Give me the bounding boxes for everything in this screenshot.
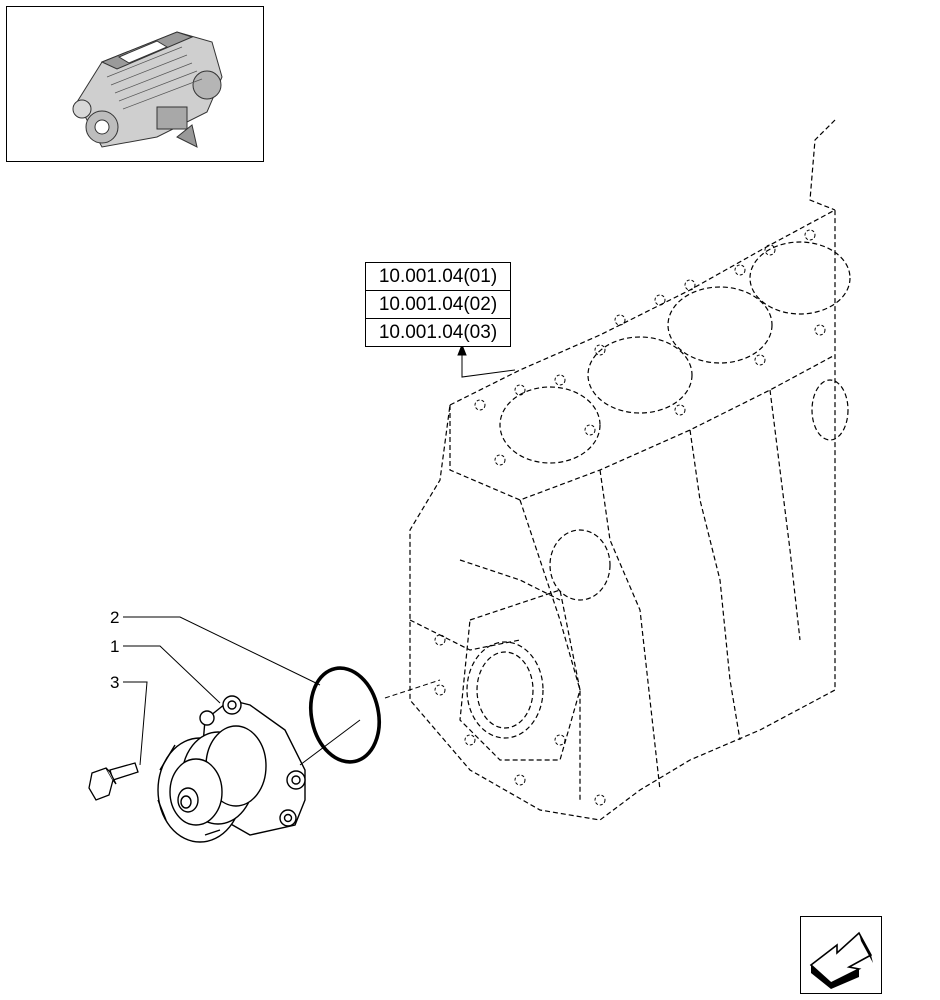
engine-thumbnail bbox=[6, 6, 264, 162]
engine-thumbnail-image bbox=[72, 31, 223, 148]
callout-2: 2 bbox=[110, 608, 119, 627]
callout-1: 1 bbox=[110, 637, 119, 656]
water-pump bbox=[157, 695, 306, 843]
pump-bore bbox=[466, 379, 849, 739]
reference-link-01[interactable]: 10.001.04(01) bbox=[366, 263, 510, 291]
callout-3: 3 bbox=[110, 673, 119, 692]
reference-link-03[interactable]: 10.001.04(03) bbox=[378, 322, 498, 343]
reference-link-02[interactable]: 10.001.04(02) bbox=[366, 291, 510, 319]
engine-block bbox=[409, 119, 836, 821]
o-ring bbox=[309, 666, 381, 764]
reference-box: 10.001.04(01) 10.001.04(02) 10.001.04(03… bbox=[365, 262, 511, 347]
bolt bbox=[88, 762, 139, 801]
leader-lines bbox=[123, 343, 516, 766]
back-navigation-button[interactable] bbox=[800, 916, 882, 994]
cylinder-bores bbox=[499, 241, 851, 464]
callout-labels: 2 1 3 bbox=[110, 608, 119, 692]
bolt-holes bbox=[434, 229, 826, 806]
arrow-back-icon bbox=[809, 931, 873, 989]
